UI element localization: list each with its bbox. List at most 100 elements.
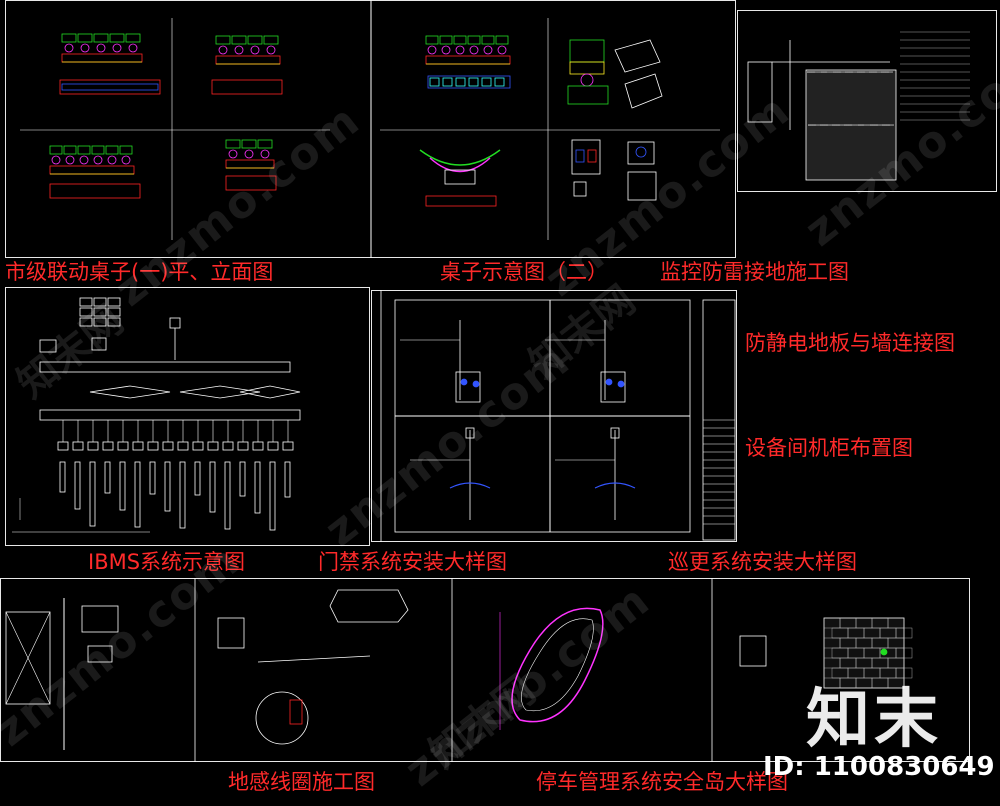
desk-top: [439, 35, 453, 45]
gravel-dot: [815, 71, 817, 73]
device-column: [104, 461, 111, 494]
monitor-sketch: [627, 141, 655, 165]
gravel-dot: [807, 71, 809, 73]
switch-1: [89, 385, 171, 399]
panel-lightning-drawing: [737, 10, 997, 192]
desk-sketch-1b: [569, 61, 605, 75]
device-column: [224, 461, 231, 530]
desk-slot: [442, 77, 453, 87]
desk-chair: [112, 43, 122, 53]
gravel-dot: [848, 124, 850, 126]
desk-top: [247, 35, 263, 45]
desk-top: [425, 35, 439, 45]
gravel-dot: [824, 124, 826, 126]
gravel-dot: [850, 124, 852, 126]
desk-top: [109, 33, 125, 43]
device-column: [119, 461, 126, 511]
gravel-dot: [829, 71, 831, 73]
desk-chair: [260, 149, 270, 159]
gravel-dot: [856, 124, 858, 126]
gravel-dot: [876, 124, 878, 126]
caption-desk-sketch: 桌子示意图（二）: [440, 260, 608, 284]
gravel-dot: [883, 71, 885, 73]
desk-chair: [96, 43, 106, 53]
caption-loop: 地感线圈施工图: [228, 770, 375, 794]
gravel-dot: [887, 71, 889, 73]
monitor-detail: [635, 146, 647, 158]
gravel-dot: [834, 124, 836, 126]
desk-front: [215, 55, 281, 65]
controller-box: [207, 441, 219, 451]
loop-coil-frame: [5, 611, 51, 705]
desk-elevation: [211, 79, 283, 95]
desk-chair: [80, 43, 90, 53]
gravel-dot: [838, 124, 840, 126]
desk-chair: [121, 155, 131, 165]
controller-box: [222, 441, 234, 451]
desk-top: [93, 33, 109, 43]
image-id-label: ID: 1100830649: [763, 752, 995, 782]
gravel-dot: [869, 71, 871, 73]
cabinet-sketch-part: [587, 149, 597, 163]
gravel-dot: [846, 124, 848, 126]
gravel-dot: [855, 71, 857, 73]
desk-chair: [244, 149, 254, 159]
desk-chair: [469, 45, 479, 55]
safety-island-outer: [511, 607, 604, 723]
device-column: [179, 461, 186, 529]
video-wall-cell: [107, 307, 121, 317]
backbone-bus-2: [39, 409, 301, 421]
desk-chair: [107, 155, 117, 165]
gravel-dot: [842, 124, 844, 126]
desk-3d-2: [624, 73, 663, 109]
controller-box: [162, 441, 174, 451]
curved-desk-chairs: [429, 157, 491, 173]
gravel-dot: [853, 71, 855, 73]
desk-top: [61, 33, 77, 43]
controller-box: [177, 441, 189, 451]
desk-slot: [455, 77, 466, 87]
desk-elevation: [49, 183, 141, 199]
desk-chair: [93, 155, 103, 165]
gravel-dot: [889, 71, 891, 73]
gravel-dot: [821, 71, 823, 73]
detail-box-2: [87, 645, 113, 663]
curved-desk: [419, 149, 501, 166]
controller-box: [117, 441, 129, 451]
controller-box: [57, 441, 69, 451]
rod: [747, 61, 773, 123]
controller-box: [87, 441, 99, 451]
controller-box: [282, 441, 294, 451]
caption-access: 门禁系统安装大样图: [318, 550, 507, 574]
controller-box: [132, 441, 144, 451]
device-column: [239, 461, 246, 497]
desk-3d-1: [614, 39, 661, 73]
gravel-dot: [877, 71, 879, 73]
video-wall-cell: [93, 317, 107, 327]
desk-elevation: [59, 79, 161, 95]
caption-cabinet: 设备间机柜布置图: [745, 436, 913, 460]
device-column: [164, 461, 171, 512]
controller-box: [147, 441, 159, 451]
video-wall-cell: [93, 297, 107, 307]
workstation: [91, 337, 107, 351]
video-wall-cell: [79, 317, 93, 327]
caption-desk-plan: 市级联动桌子(一)平、立面图: [5, 260, 274, 284]
gravel-dot: [863, 71, 865, 73]
device-column: [134, 461, 141, 528]
server: [169, 317, 181, 329]
gravel-dot: [875, 71, 877, 73]
gravel-dot: [808, 124, 810, 126]
caption-ibms: IBMS系统示意图: [88, 550, 246, 574]
caption-antistatic: 防静电地板与墙连接图: [745, 331, 955, 355]
gravel-dot: [810, 124, 812, 126]
desk-chair: [427, 45, 437, 55]
loop-plan: [329, 589, 409, 623]
gravel-dot: [865, 71, 867, 73]
caption-parking: 停车管理系统安全岛大样图: [536, 770, 788, 794]
desk-chair: [441, 45, 451, 55]
workstation: [39, 339, 57, 353]
patrol-point: [610, 427, 620, 439]
panel-ibms-diagram: [5, 287, 370, 546]
controller-box: [72, 441, 84, 451]
